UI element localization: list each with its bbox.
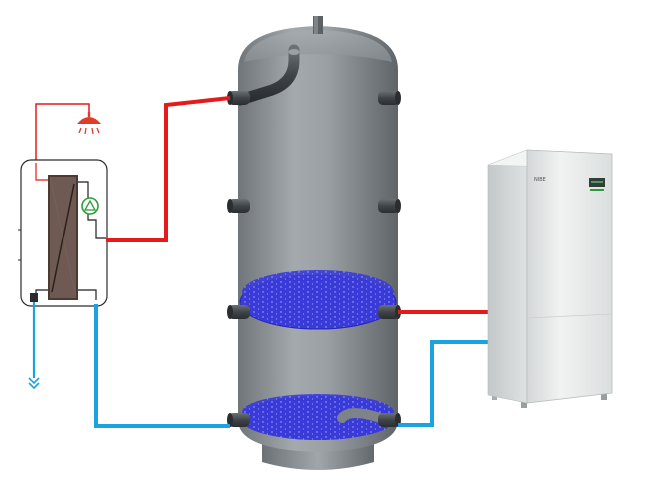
hot-line-tank-to-exchanger — [106, 96, 231, 242]
heat-exchanger-module — [18, 103, 108, 307]
nozzle-left-3 — [227, 305, 250, 319]
cold-line-tank-to-heatpump — [398, 340, 506, 427]
plate-heat-exchanger — [48, 175, 78, 300]
internal-hot-line — [35, 163, 50, 181]
cold-line-exchanger-to-tank — [94, 304, 230, 428]
top-dip-pipe — [234, 44, 300, 106]
tank-body — [238, 26, 398, 452]
heat-pump-front — [526, 149, 613, 404]
bottom-dip-pipe — [337, 408, 385, 423]
nozzle-right-4 — [378, 413, 401, 427]
heat-pump-status-strip — [590, 189, 604, 191]
nozzle-right-3 — [378, 305, 401, 319]
nozzle-right-2 — [378, 199, 401, 213]
heat-pump-unit: NIBE — [487, 149, 613, 408]
nozzle-left-2 — [227, 199, 250, 213]
cold-water-inlet-icon — [28, 377, 40, 390]
nozzle-right-1 — [378, 91, 401, 105]
cold-inlet-valve — [30, 293, 38, 302]
tank-nozzles — [227, 91, 401, 427]
circulation-pump-icon — [81, 197, 99, 215]
heat-pump-side — [487, 149, 528, 404]
nozzle-left-1 — [227, 91, 250, 105]
shower-head-icon — [77, 112, 101, 135]
upper-heat-coil — [239, 270, 397, 330]
heat-pump-brand: NIBE — [534, 177, 546, 183]
hot-water-line-to-shower — [35, 103, 90, 180]
lower-heat-coil — [240, 394, 396, 440]
nozzle-left-4 — [227, 413, 250, 427]
buffer-tank — [227, 16, 401, 470]
